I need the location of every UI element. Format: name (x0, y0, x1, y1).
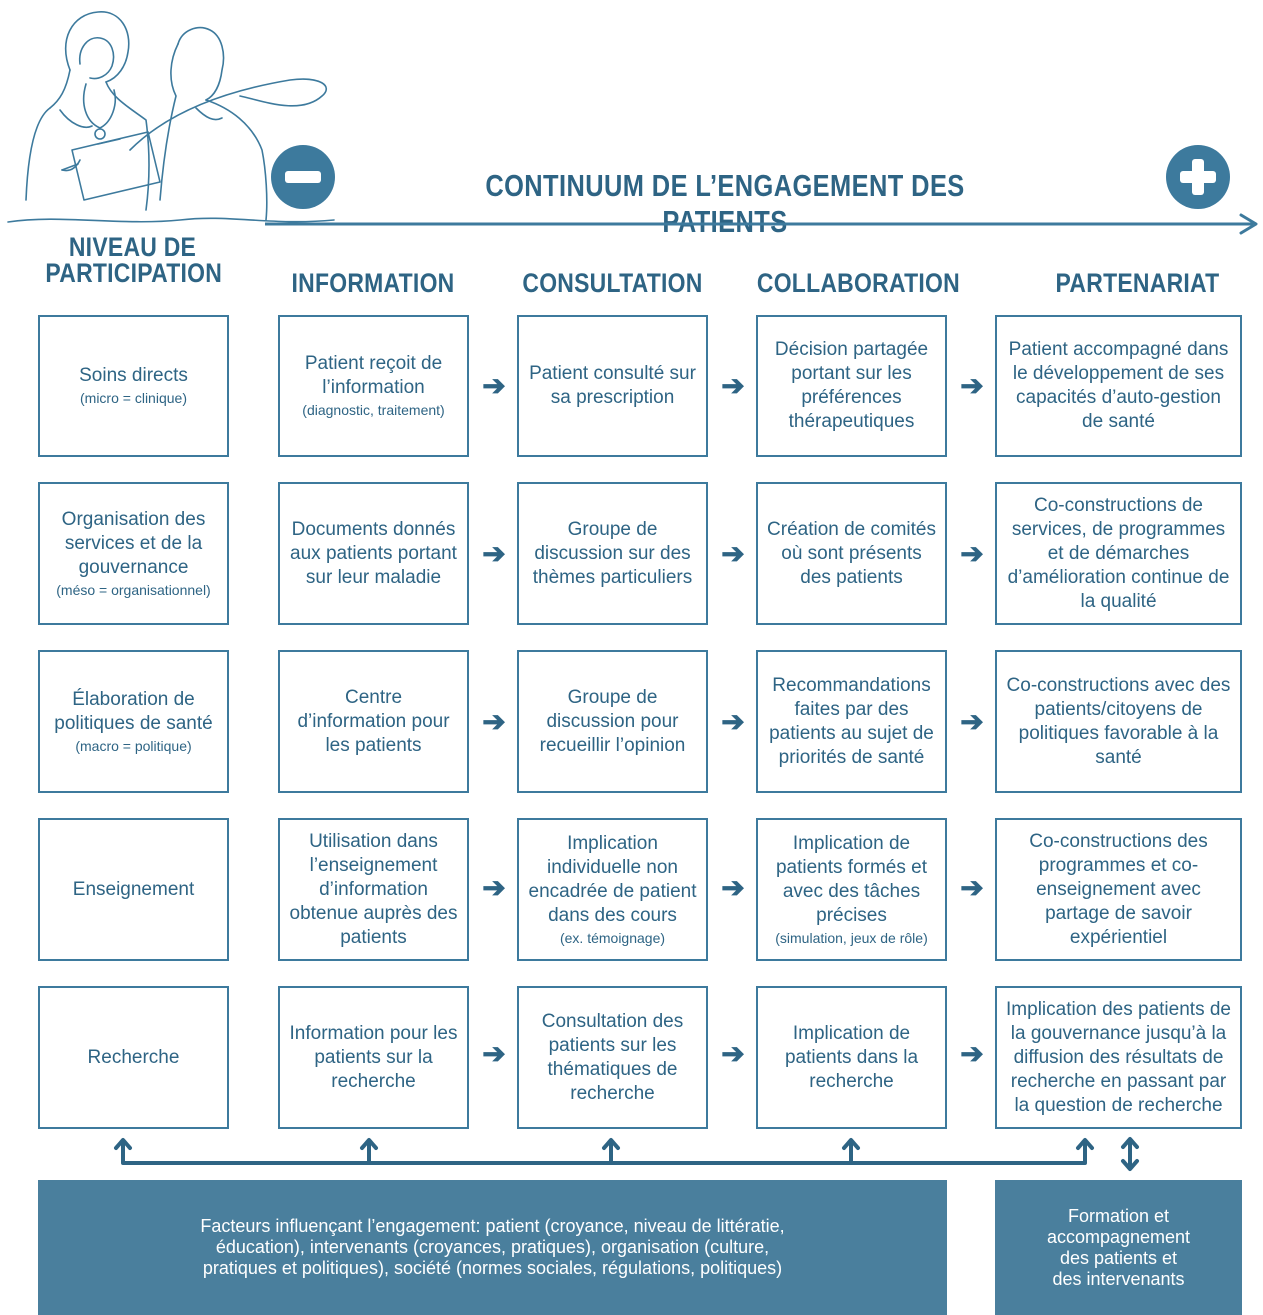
right-arrow-icon: ➔ (960, 706, 984, 737)
diagram-title: CONTINUUM DE L’ENGAGEMENT DES PATIENTS (485, 168, 965, 239)
cell-information: Information pour les patients sur la rec… (278, 986, 469, 1129)
cell-subtext: (micro = clinique) (80, 390, 187, 406)
cell-collaboration: Implication de patients formés et avec d… (756, 818, 947, 961)
column-header-information: INFORMATION (291, 268, 455, 298)
cell-information: Documents donnés aux patients portant su… (278, 482, 469, 625)
cell-text: Patient accompagné dans le développement… (1008, 339, 1229, 432)
right-arrow-icon: ➔ (482, 706, 506, 737)
cell-text: Élaboration de politiques de santé (54, 688, 213, 734)
cell-text: Implication de patients dans la recherch… (784, 1022, 919, 1092)
cell-consultation: Patient consulté sur sa prescription (517, 315, 708, 457)
cell-subtext: (ex. témoignage) (559, 929, 666, 946)
cell-collaboration: Décision partagée portant sur les préfér… (756, 315, 947, 457)
column-header-consultation: CONSULTATION (522, 268, 703, 298)
factors-box: Facteurs influençant l’engagement: patie… (38, 1180, 947, 1315)
cell-text: Groupe de discussion pour recueillir l’o… (539, 686, 686, 756)
right-arrow-icon: ➔ (721, 538, 745, 569)
cell-level-enseignement: Enseignement (38, 818, 229, 961)
training-text: Formation et accompagnement des patients… (1046, 1205, 1191, 1289)
continuum-arrow (265, 213, 1258, 235)
cell-level-politiques: Élaboration de politiques de santé (macr… (38, 650, 229, 793)
cell-text: Décision partagée portant sur les préfér… (774, 339, 929, 432)
cell-text: Implication des patients de la gouvernan… (1006, 998, 1231, 1116)
column-header-niveau-line1: NIVEAU DE (68, 232, 197, 262)
cell-text: Patient consulté sur sa prescription (529, 363, 696, 408)
cell-level-soins-directs: Soins directs (micro = clinique) (38, 315, 229, 457)
right-arrow-icon: ➔ (721, 706, 745, 737)
cell-subtext: (diagnostic, traitement) (302, 402, 445, 418)
cell-text: Création de comités où sont présents des… (767, 518, 936, 588)
cell-collaboration: Recommandations faites par des patients … (756, 650, 947, 793)
cell-text: Co-constructions avec des patients/citoy… (1006, 674, 1231, 768)
cell-consultation: Consultation des patients sur les thémat… (517, 986, 708, 1129)
right-arrow-icon: ➔ (482, 370, 506, 401)
cell-collaboration: Création de comités où sont présents des… (756, 482, 947, 625)
cell-text: Recommandations faites par des patients … (769, 674, 934, 768)
cell-partenariat: Implication des patients de la gouvernan… (995, 986, 1242, 1129)
cell-text: Co-constructions des programmes et co-en… (1029, 830, 1208, 948)
cell-subtext: (simulation, jeux de rôle) (775, 929, 928, 946)
cell-information: Patient reçoit de l’information (diagnos… (278, 315, 469, 457)
cell-information: Utilisation dans l’enseignement d’inform… (278, 818, 469, 961)
cell-text: Centre d’information pour les patients (297, 686, 450, 756)
right-arrow-icon: ➔ (960, 1038, 984, 1069)
cell-text: Soins directs (79, 365, 188, 386)
training-box: Formation et accompagnement des patients… (995, 1180, 1242, 1315)
cell-text: Information pour les patients sur la rec… (289, 1022, 458, 1092)
cell-text: Utilisation dans l’enseignement d’inform… (289, 830, 458, 948)
cell-text: Patient reçoit de l’information (304, 353, 443, 398)
cell-partenariat: Co-constructions de services, de program… (995, 482, 1242, 625)
right-arrow-icon: ➔ (482, 538, 506, 569)
plus-circle-icon (1166, 145, 1230, 209)
cell-consultation: Implication individuelle non encadrée de… (517, 818, 708, 961)
column-header-partenariat: PARTENARIAT (1055, 268, 1220, 298)
cell-text: Documents donnés aux patients portant su… (290, 518, 457, 588)
cell-information: Centre d’information pour les patients (278, 650, 469, 793)
cell-text: Recherche (87, 1046, 180, 1068)
cell-level-organisation: Organisation des services et de la gouve… (38, 482, 229, 625)
right-arrow-icon: ➔ (960, 538, 984, 569)
cell-text: Consultation des patients sur les thémat… (541, 1010, 684, 1104)
cell-partenariat: Co-constructions des programmes et co-en… (995, 818, 1242, 961)
right-arrow-icon: ➔ (960, 872, 984, 903)
cell-text: Implication de patients formés et avec d… (775, 832, 928, 926)
cell-text: Groupe de discussion sur des thèmes part… (532, 518, 693, 588)
cell-level-recherche: Recherche (38, 986, 229, 1129)
cell-consultation: Groupe de discussion pour recueillir l’o… (517, 650, 708, 793)
cell-text: Co-constructions de services, de program… (1007, 494, 1230, 612)
cell-text: Enseignement (72, 878, 195, 900)
right-arrow-icon: ➔ (721, 370, 745, 401)
factors-connector (114, 1137, 1139, 1171)
cell-subtext: (méso = organisationnel) (56, 581, 211, 598)
cell-partenariat: Co-constructions avec des patients/citoy… (995, 650, 1242, 793)
cell-consultation: Groupe de discussion sur des thèmes part… (517, 482, 708, 625)
cell-subtext: (macro = politique) (75, 737, 192, 754)
cell-text: Implication individuelle non encadrée de… (528, 832, 697, 926)
cell-text: Organisation des services et de la gouve… (61, 508, 206, 578)
cell-collaboration: Implication de patients dans la recherch… (756, 986, 947, 1129)
minus-circle-icon (271, 145, 335, 209)
column-header-niveau-line2: PARTICIPATION (45, 258, 223, 288)
right-arrow-icon: ➔ (960, 370, 984, 401)
right-arrow-icon: ➔ (482, 1038, 506, 1069)
factors-text: Facteurs influençant l’engagement: patie… (200, 1216, 785, 1278)
right-arrow-icon: ➔ (721, 872, 745, 903)
doctor-patient-illustration (7, 11, 335, 223)
column-header-collaboration: COLLABORATION (756, 268, 960, 298)
column-header-niveau: NIVEAU DE PARTICIPATION (45, 232, 223, 288)
cell-partenariat: Patient accompagné dans le développement… (995, 315, 1242, 457)
right-arrow-icon: ➔ (482, 872, 506, 903)
right-arrow-icon: ➔ (721, 1038, 745, 1069)
